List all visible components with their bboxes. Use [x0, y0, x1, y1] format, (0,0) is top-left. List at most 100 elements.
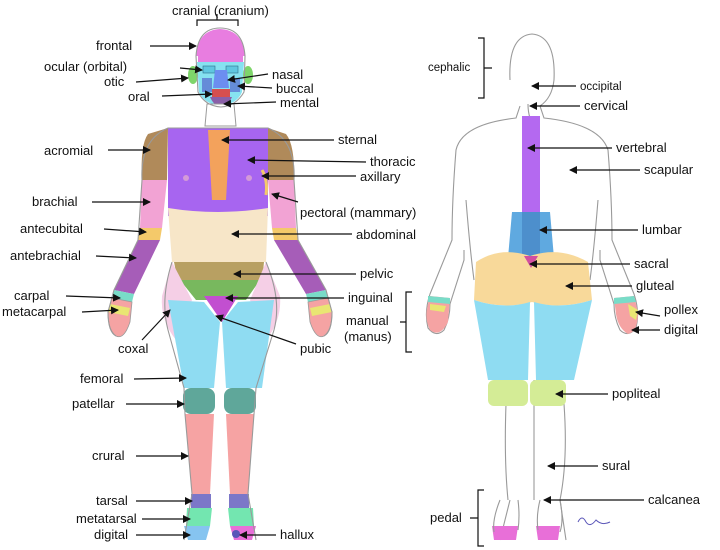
pubic-region [204, 296, 238, 322]
label-metatarsal: metatarsal [76, 511, 137, 526]
label-pectoral: pectoral (mammary) [300, 205, 417, 220]
antebrachial-right [274, 240, 326, 294]
hallux-dot [232, 530, 240, 538]
label-oral: oral [128, 89, 150, 104]
cranial-bracket [196, 14, 239, 26]
eye-left [202, 65, 216, 74]
back-foot-left [492, 526, 518, 540]
femoral-right [222, 300, 274, 388]
cranial-region [196, 29, 245, 56]
label-gluteal: gluteal [636, 278, 675, 293]
back-carpal-left [428, 296, 450, 304]
abdominal-region [168, 208, 268, 262]
vertebral-region [522, 116, 540, 212]
label-inguinal: inguinal [348, 290, 393, 305]
popliteal-right [530, 380, 566, 406]
acromial-right [268, 128, 295, 180]
metatarsal-left [186, 508, 212, 526]
label-ocular: ocular (orbital) [44, 59, 128, 74]
label-acromial: acromial [44, 143, 94, 158]
ear-right [243, 66, 253, 84]
label-scapular: scapular [644, 162, 694, 177]
label-coxal: coxal [118, 341, 149, 356]
inguinal-region [180, 280, 260, 300]
label-tarsal: tarsal [96, 493, 128, 508]
label-sternal: sternal [338, 132, 378, 147]
tarsal-left [191, 494, 211, 508]
back-femoral-left [474, 300, 530, 380]
tarsal-right [229, 494, 249, 508]
axillary-right [260, 169, 268, 196]
back-femoral-right [534, 300, 592, 380]
label-popliteal: popliteal [612, 386, 661, 401]
label-manus: (manus) [344, 329, 392, 344]
label-vertebral: vertebral [616, 140, 667, 155]
antecubital-left [138, 228, 162, 240]
buccal-right [230, 78, 240, 92]
label-buccal: buccal [276, 81, 314, 96]
digital-foot-left [184, 526, 210, 540]
label-femoral: femoral [80, 371, 124, 386]
back-carpal-right [614, 296, 636, 304]
metatarsal-right [228, 508, 254, 526]
label-digital-hand: digital [664, 322, 698, 337]
label-patellar: patellar [72, 396, 115, 411]
label-pelvic: pelvic [360, 266, 394, 281]
label-sacral: sacral [634, 256, 669, 271]
label-axillary: axillary [360, 169, 401, 184]
brachial-left [140, 180, 167, 228]
label-antebrachial: antebrachial [10, 248, 81, 263]
label-cranial: cranial (cranium) [172, 3, 269, 18]
label-nasal: nasal [272, 67, 304, 82]
label-otic: otic [104, 74, 125, 89]
artist-signature [577, 517, 611, 526]
pedal-bracket [470, 489, 484, 547]
label-hallux: hallux [280, 527, 314, 542]
label-cephalic: cephalic [428, 62, 471, 74]
label-digital-foot: digital [94, 527, 128, 542]
back-foot-right [536, 526, 560, 540]
label-sural: sural [602, 458, 631, 473]
label-crural: crural [92, 448, 125, 463]
label-brachial: brachial [32, 194, 78, 209]
label-antecubital: antecubital [20, 221, 83, 236]
label-pollex: pollex [664, 302, 698, 317]
popliteal-left [488, 380, 528, 406]
crural-left [185, 414, 214, 494]
label-metacarpal: metacarpal [2, 304, 67, 319]
acromial-left [141, 128, 168, 180]
femoral-left [168, 300, 220, 388]
label-manual: manual [346, 313, 389, 328]
buccal-left [202, 78, 212, 92]
lumbar-spine [522, 212, 540, 258]
crural-right [226, 414, 254, 494]
cephalic-bracket [478, 37, 492, 99]
metacarpal-right [310, 304, 332, 316]
label-thoracic: thoracic [370, 154, 416, 169]
back-metacarpal-left [430, 304, 446, 312]
front-leader-lines [65, 42, 367, 539]
patellar-right [224, 388, 256, 414]
label-frontal: frontal [96, 38, 133, 53]
antebrachial-left [114, 240, 160, 294]
label-calcanea: calcanea [648, 492, 701, 507]
label-carpal: carpal [14, 288, 50, 303]
back-leader-lines [527, 82, 661, 504]
nasal-region [213, 70, 229, 88]
pelvic-region [174, 262, 264, 282]
label-mental: mental [280, 95, 320, 110]
back-hand-right [614, 296, 638, 334]
sternal-region [208, 130, 230, 200]
label-pedal: pedal [430, 510, 462, 525]
label-cervical: cervical [584, 98, 629, 113]
label-lumbar: lumbar [642, 222, 682, 237]
gluteal-region [474, 252, 592, 306]
label-pubic: pubic [300, 341, 332, 356]
label-abdominal: abdominal [356, 227, 416, 242]
oral-region [212, 89, 230, 97]
frontal-band [198, 52, 243, 62]
patellar-left [183, 388, 215, 414]
brachial-right [268, 180, 296, 228]
